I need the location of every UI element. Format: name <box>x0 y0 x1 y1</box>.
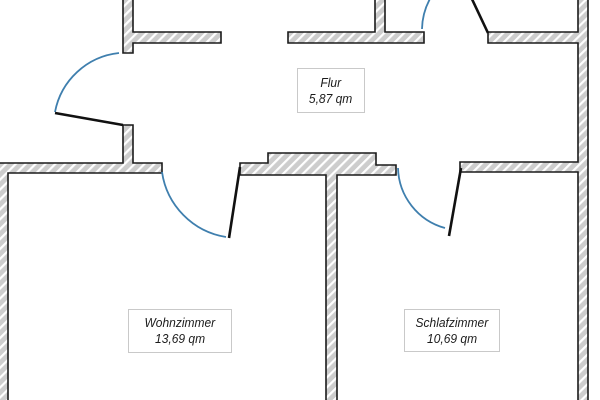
room-area: 10,69 qm <box>426 331 478 346</box>
room-name: Schlafzimmer <box>415 315 489 330</box>
wall-center-divider <box>239 152 397 400</box>
door-arc-schlafzimmer <box>397 167 446 229</box>
room-label-flur: Flur 5,87 qm <box>297 68 365 113</box>
room-area: 13,69 qm <box>154 332 206 346</box>
door-arc-top <box>421 0 431 30</box>
room-label-wohnzimmer: Wohnzimmer 13,69 qm <box>128 309 232 353</box>
door-leaf-top <box>470 0 490 34</box>
wall-top-middle <box>287 0 425 44</box>
room-area: 5,87 qm <box>309 91 353 106</box>
door-leaf-wohnzimmer <box>227 166 242 239</box>
door-arc-wohnzimmer <box>161 171 227 238</box>
room-label-schlafzimmer: Schlafzimmer 10,69 qm <box>404 309 500 352</box>
room-name: Flur <box>320 75 342 90</box>
wall-top-left <box>122 0 222 54</box>
door-arc-entry <box>54 52 120 113</box>
wall-left <box>0 124 163 400</box>
door-leaf-entry <box>54 111 124 127</box>
door-leaf-schlafzimmer <box>447 167 463 237</box>
room-name: Wohnzimmer <box>144 316 216 330</box>
